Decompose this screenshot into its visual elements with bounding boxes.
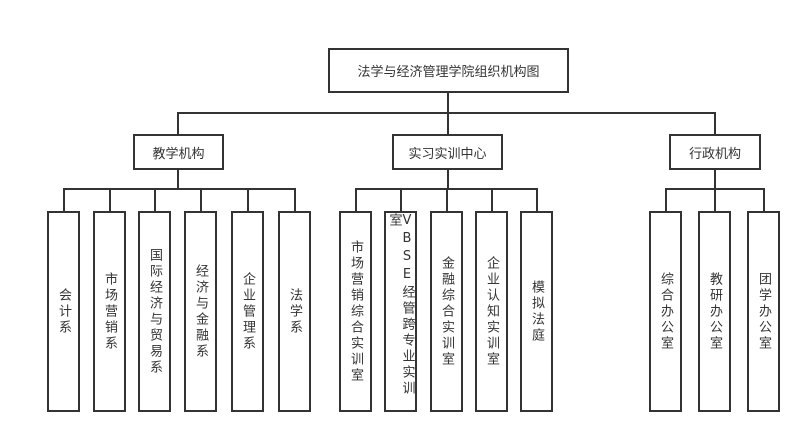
lab-label: 金融综合实训室 [439, 255, 454, 368]
lab-node: 金融综合实训室 [430, 211, 463, 412]
connector [446, 188, 448, 211]
lab-label: 市场营销综合实训室 [348, 239, 363, 384]
connector [447, 92, 449, 114]
connector [247, 188, 249, 211]
dept-label: 会计系 [56, 287, 71, 336]
dept-node: 市场营销系 [93, 211, 126, 412]
connector [491, 188, 493, 211]
office-label: 教研办公室 [707, 271, 722, 352]
lab-node: 市场营销综合实训室 [339, 211, 372, 412]
connector [400, 188, 402, 211]
connector [294, 188, 296, 211]
branch-label: 实习实训中心 [408, 146, 487, 162]
branch-training-center: 实习实训中心 [392, 134, 503, 170]
connector [177, 169, 179, 190]
connector [177, 112, 179, 134]
lab-label: 企业认知实训室 [484, 255, 499, 368]
connector [63, 188, 295, 190]
office-node: 综合办公室 [649, 211, 682, 412]
lab-label: VBSE经管跨专业实训室 [386, 213, 415, 397]
office-label: 综合办公室 [658, 271, 673, 352]
connector [714, 169, 716, 190]
lab-node: 模拟法庭 [520, 211, 553, 412]
root-node: 法学与经济管理学院组织机构图 [328, 48, 569, 93]
lab-label: 模拟法庭 [529, 279, 544, 344]
connector [109, 188, 111, 211]
connector [200, 188, 202, 211]
branch-administration: 行政机构 [669, 134, 761, 170]
connector [355, 188, 357, 211]
connector [154, 188, 156, 211]
connector [763, 188, 765, 211]
connector [447, 169, 449, 190]
dept-label: 企业管理系 [240, 271, 255, 352]
connector [447, 112, 449, 134]
dept-node: 会计系 [47, 211, 80, 412]
office-node: 团学办公室 [747, 211, 780, 412]
dept-label: 经济与金融系 [193, 263, 208, 360]
connector [177, 112, 716, 114]
lab-node: 企业认知实训室 [475, 211, 508, 412]
connector [714, 112, 716, 134]
dept-label: 国际经济与贸易系 [147, 247, 162, 376]
lab-node: VBSE经管跨专业实训室 [384, 211, 417, 412]
dept-node: 企业管理系 [231, 211, 264, 412]
office-label: 团学办公室 [756, 271, 771, 352]
branch-label: 教学机构 [152, 146, 205, 162]
office-node: 教研办公室 [698, 211, 731, 412]
dept-label: 市场营销系 [102, 271, 117, 352]
root-label: 法学与经济管理学院组织机构图 [357, 65, 540, 80]
connector [536, 188, 538, 211]
connector [63, 188, 65, 211]
dept-node: 法学系 [278, 211, 311, 412]
dept-label: 法学系 [287, 287, 302, 336]
dept-node: 国际经济与贸易系 [138, 211, 171, 412]
connector [665, 188, 667, 211]
dept-node: 经济与金融系 [184, 211, 217, 412]
branch-label: 行政机构 [688, 146, 741, 162]
connector [714, 188, 716, 211]
branch-teaching: 教学机构 [133, 134, 224, 170]
